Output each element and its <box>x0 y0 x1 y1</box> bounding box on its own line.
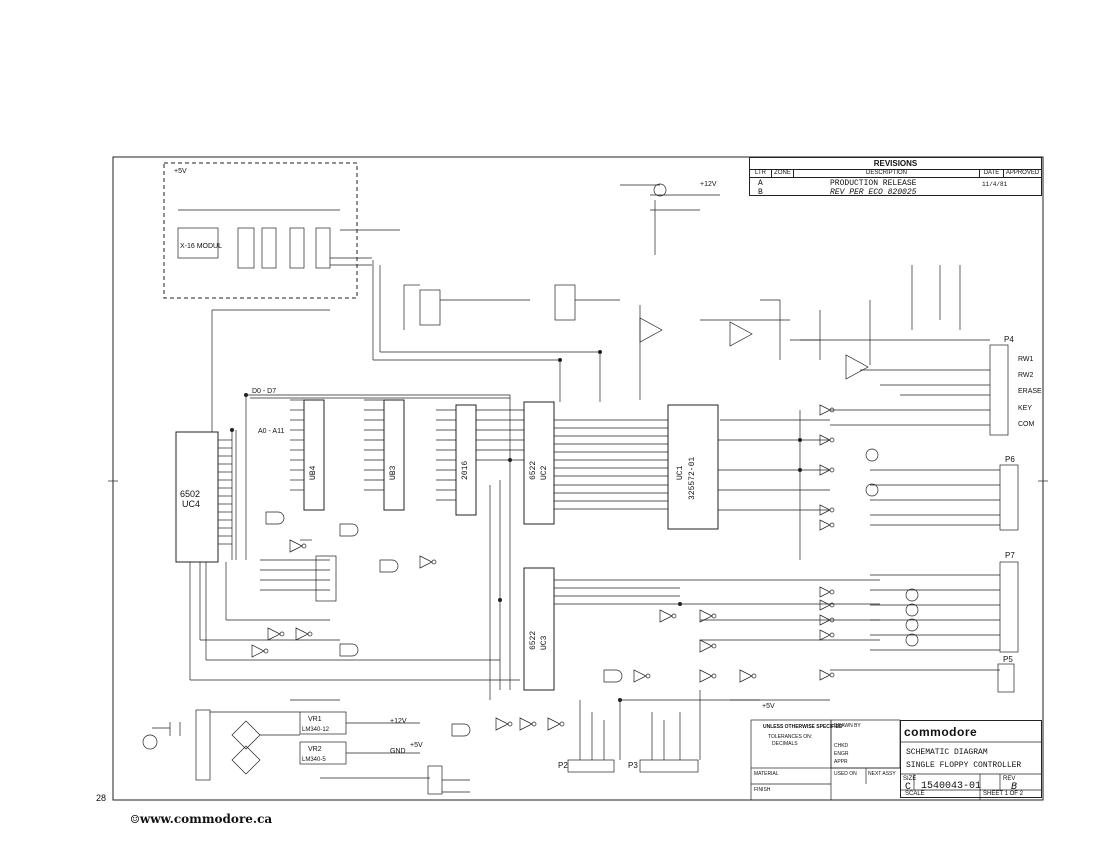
p7-label: P7 <box>1005 551 1015 560</box>
gate-array-label: 325572-01 <box>688 456 697 500</box>
vr2-part: LM340-5 <box>302 757 326 763</box>
rev-b-description: REV PER ECO 820025 <box>830 188 917 197</box>
tb-drawn-by: DRAWN BY <box>834 723 861 729</box>
p4-pin-erase: ERASE <box>1018 388 1042 395</box>
revisions-table: REVISIONS LTR ZONE DESCRIPTION DATE APPR… <box>749 157 1042 197</box>
tb-next-assy: NEXT ASSY <box>868 771 896 777</box>
vr1-part: LM340-12 <box>302 727 330 733</box>
rev-a-ltr: A <box>758 179 763 188</box>
tb-used-on: USED ON <box>834 771 857 777</box>
tb-engineer: ENGR <box>834 751 849 757</box>
size-label: SIZE <box>903 776 917 782</box>
rev-col-zone: ZONE <box>772 169 794 178</box>
rev-col-description: DESCRIPTION <box>794 169 980 178</box>
rev-b-ltr: B <box>758 188 763 197</box>
tb-decimals: DECIMALS <box>772 741 798 747</box>
company-logo: commodore <box>904 725 978 739</box>
tb-approved: APPR <box>834 759 848 765</box>
cpu-label: 6502 <box>180 489 201 499</box>
p4-pin-rw2: RW2 <box>1018 372 1034 379</box>
rev-col-approved: APPROVED <box>1004 170 1041 178</box>
p3-label: P3 <box>628 761 638 770</box>
bottom-5v-label: +5V <box>762 703 775 710</box>
revisions-title: REVISIONS <box>750 158 1041 170</box>
p4-label: P4 <box>1004 335 1014 344</box>
address-bus-label: A0 - A11 <box>258 428 285 435</box>
drawing-number: 1540043-01 <box>921 781 982 792</box>
drawing-rev: B <box>1011 782 1018 793</box>
rev-col-ltr: LTR <box>750 169 772 178</box>
rev-label: REV <box>1003 776 1016 782</box>
rom2-label: UB3 <box>389 465 398 480</box>
tb-unless: UNLESS OTHERWISE SPECIFIED <box>763 724 843 730</box>
psu-gnd-label: GND <box>390 748 406 755</box>
tb-checked: CHKD <box>834 743 849 749</box>
osc-power-label: +5V <box>174 168 187 175</box>
psu-5v-label: +5V <box>410 742 423 749</box>
p4-pin-rw1: RW1 <box>1018 356 1034 363</box>
cpu-ref: UC4 <box>182 499 201 509</box>
rev-a-date: 11/4/81 <box>982 181 1008 188</box>
p4-pin-com: COM <box>1018 421 1035 428</box>
website-text: www.commodore.ca <box>139 812 273 826</box>
drawing-title-line2: SINGLE FLOPPY CONTROLLER <box>906 761 1022 770</box>
psu-12v-label: +12V <box>390 718 407 725</box>
ram-label: 2016 <box>461 460 470 480</box>
tb-material: MATERIAL <box>754 771 779 777</box>
p4-pin-key: KEY <box>1018 405 1033 412</box>
via2-label: 6522 <box>529 630 538 650</box>
vr1-label: VR1 <box>308 716 322 723</box>
title-block: commodore SCHEMATIC DIAGRAM SINGLE FLOPP… <box>900 720 1042 798</box>
drawing-title-line1: SCHEMATIC DIAGRAM <box>906 748 988 757</box>
p2-label: P2 <box>558 761 568 770</box>
p6-label: P6 <box>1005 455 1015 464</box>
sheet-number: SHEET 1 OF 2 <box>983 791 1023 797</box>
page-number: 28 <box>96 793 107 803</box>
cpu-chip <box>175 431 219 563</box>
scale-label: SCALE <box>905 791 925 797</box>
rev-col-date: DATE <box>980 169 1004 178</box>
via2-ref: UC3 <box>540 635 549 650</box>
gate-array-ref: UC1 <box>676 465 685 480</box>
watermark-logo-icon: ☺ <box>130 813 140 826</box>
tb-finish: FINISH <box>754 787 771 793</box>
osc-label: X-16 MODUL <box>180 243 223 250</box>
rev-a-description: PRODUCTION RELEASE <box>830 179 917 188</box>
data-bus-label: D0 - D7 <box>252 388 277 395</box>
via1-label: 6522 <box>529 460 538 480</box>
rom1-label: UB4 <box>309 465 318 480</box>
top-12v-label: +12V <box>700 181 717 188</box>
vr2-label: VR2 <box>308 746 322 753</box>
p5-label: P5 <box>1003 655 1013 664</box>
tb-tolerances: TOLERANCES ON: <box>768 734 813 740</box>
website-watermark: ☺www.commodore.ca <box>130 812 272 826</box>
via1-ref: UC2 <box>540 465 549 480</box>
drawing-size: C <box>905 782 912 793</box>
